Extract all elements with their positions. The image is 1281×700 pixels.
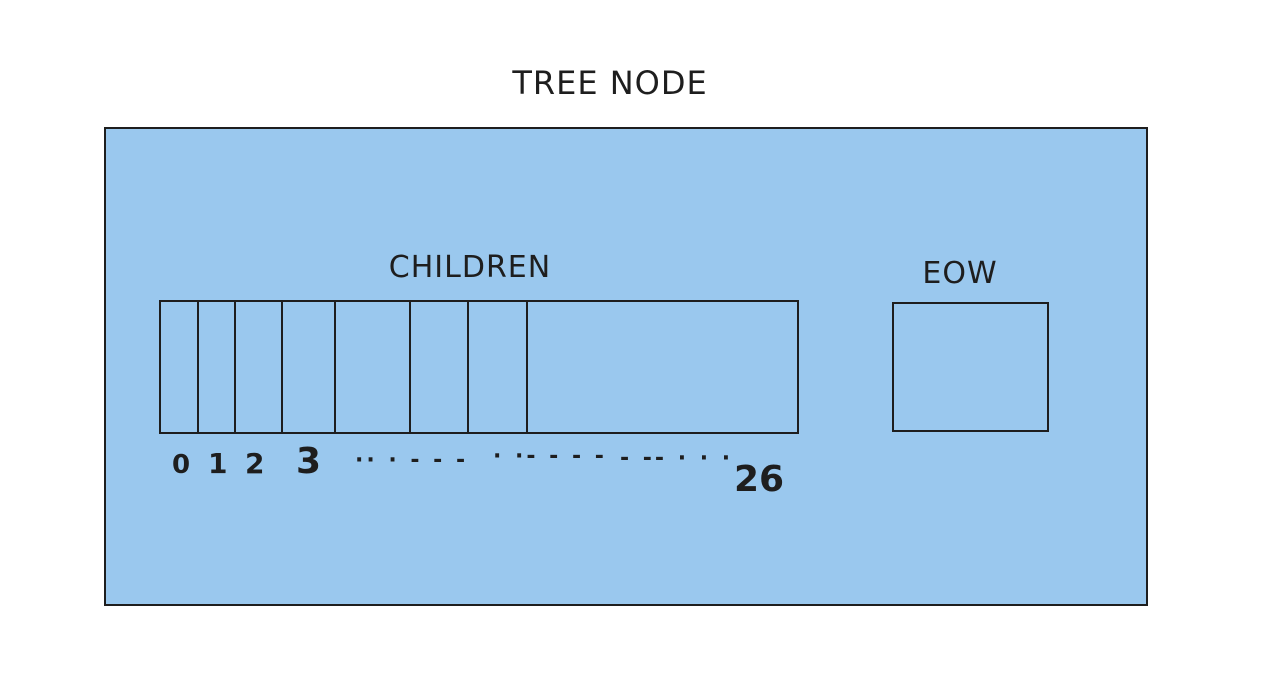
diagram-title: TREE NODE: [512, 64, 708, 102]
slot-divider: [281, 302, 283, 432]
children-label: CHILDREN: [388, 250, 552, 285]
ellipsis-dots: ·· · - - -: [355, 448, 469, 473]
index-label-1: 1: [208, 447, 228, 480]
slot-divider: [334, 302, 336, 432]
eow-label: EOW: [922, 256, 998, 291]
slot-divider: [526, 302, 528, 432]
ellipsis-dots: - -- · · ·: [620, 446, 734, 471]
eow-box: [892, 302, 1049, 432]
children-array: [159, 300, 799, 434]
tree-node-box: [104, 127, 1148, 606]
ellipsis-dots: · ·- - - -: [493, 444, 607, 469]
slot-divider: [234, 302, 236, 432]
slot-divider: [467, 302, 469, 432]
index-label-3: 3: [296, 441, 322, 482]
index-label-0: 0: [172, 450, 191, 480]
index-label-26: 26: [734, 459, 785, 500]
slot-divider: [409, 302, 411, 432]
index-label-2: 2: [245, 447, 265, 480]
slot-divider: [197, 302, 199, 432]
